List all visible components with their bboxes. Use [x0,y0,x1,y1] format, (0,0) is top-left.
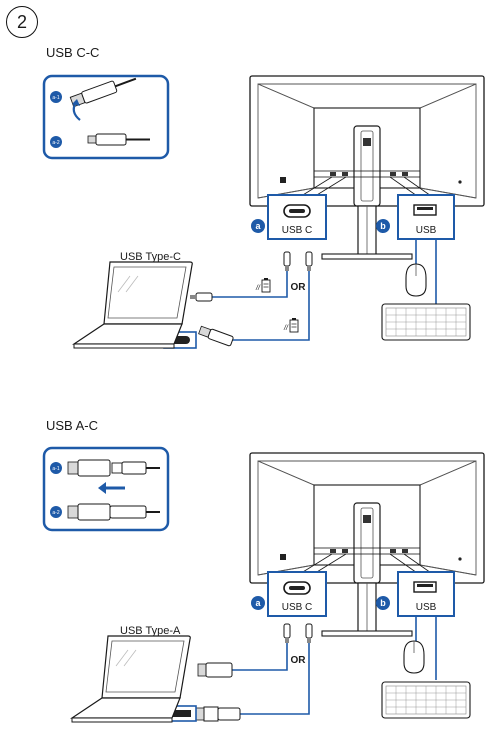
section-title-usb-c-c: USB C-C [46,45,100,60]
usb-c-plug-left-bottom [283,623,291,644]
cable-adapter-to-monitor-top [216,271,310,341]
badge-a2-bottom-label: a-2 [52,510,59,516]
cable-adapter-to-monitor-bottom [240,643,310,715]
laptop-label-usb-type-a: USB Type-A [120,625,181,637]
callout-letter-a-top: a [255,221,261,231]
usb-c-cable-plug-icon [87,133,150,146]
usb-c-cable-inset-top: a-1 a-2 [42,74,170,160]
mouse-top [405,263,427,297]
keyboard-top [381,303,471,341]
badge-a2-top-label: a-2 [52,140,59,146]
callout-letter-b-top: b [380,221,386,231]
usb-a-plug-bottom [197,662,233,678]
port-callout-a-bottom: USB C a [251,571,327,617]
badge-a1-bottom-label: a-1 [52,466,59,472]
usb-c-plug-right-top [305,251,313,272]
section-title-usb-a-c: USB A-C [46,418,99,433]
port-callout-b-bottom: USB b [376,571,455,617]
svg-text://: // [255,285,261,292]
laptop-top [73,261,193,349]
or-label-top: OR [291,282,307,293]
battery-icon-top-2 [289,317,299,333]
port-callout-a-top: USB C a [251,194,327,240]
port-b-label-bottom: USB [416,602,437,613]
cable-laptop-to-monitor-top [212,271,288,298]
port-a-label-top: USB C [282,225,313,236]
usb-a-cable-inset-bottom: a-1 a-2 [42,446,170,532]
port-a-label-bottom: USB C [282,602,313,613]
battery-icon-top-1 [261,277,271,293]
badge-a2-top [50,136,62,148]
laptop-usb-c-plug-top [190,292,213,302]
step-number: 2 [16,11,27,32]
or-label-bottom: OR [291,655,307,666]
keyboard-bottom [381,681,471,719]
usb-c-plug-left-top [283,251,291,272]
callout-letter-a-bottom: a [255,598,261,608]
badge-a1-top [50,91,62,103]
mouse-bottom [403,640,425,674]
laptop-label-usb-type-c: USB Type-C [120,251,181,263]
usb-a-adapter-icon-a2 [67,503,160,521]
svg-text://: // [283,325,289,332]
cable-usb-a-to-monitor-bottom [232,643,288,671]
usb-a-adapter-plug-bottom [195,706,241,722]
port-callout-b-top: USB b [376,194,455,240]
usb-a-adapter-icon-a1 [67,459,160,477]
laptop-bottom [71,635,191,723]
step-number-badge: 2 [6,6,38,38]
port-b-label-top: USB [416,225,437,236]
badge-a1-top-label: a-1 [52,95,59,101]
callout-letter-b-bottom: b [380,598,386,608]
laptop-adapter-plug-top [198,325,234,347]
usb-c-plug-right-bottom [305,623,313,644]
